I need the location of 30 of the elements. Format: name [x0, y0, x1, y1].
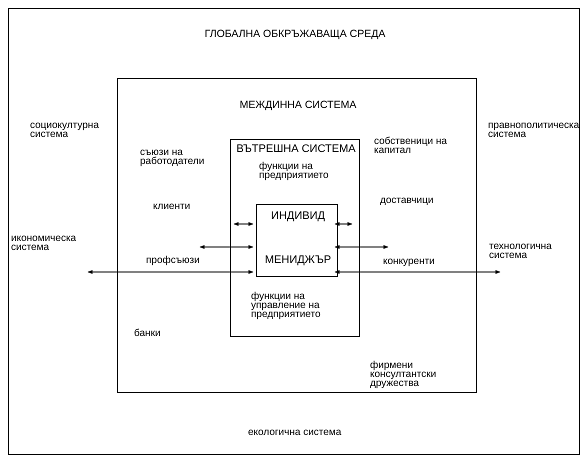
text-label: социокултурна система — [30, 121, 100, 139]
box-heading: ИНДИВИД — [270, 210, 326, 222]
text-label: банки — [134, 329, 162, 338]
double-arrow — [334, 222, 352, 226]
text-label: конкуренти — [383, 257, 453, 266]
text-label: съюзи на работодатели — [140, 148, 206, 166]
text-label: доставчици — [380, 196, 434, 205]
text-label: собственици на капитал — [374, 137, 448, 155]
text-label: икономическа система — [11, 234, 91, 252]
double-arrow — [334, 270, 500, 274]
box-heading: ГЛОБАЛНА ОБКРЪЖАВАЩА СРЕДА — [204, 28, 386, 40]
box-text: функции на предприятието — [259, 162, 330, 180]
double-arrow — [234, 222, 254, 226]
text-label: правнополитическа система — [488, 121, 580, 139]
system-box — [230, 139, 360, 337]
text-label: профсъюзи — [146, 256, 216, 265]
system-box — [117, 78, 477, 393]
box-text: МЕНИДЖЪР — [264, 254, 332, 266]
text-label: екологична система — [248, 428, 342, 437]
text-label: клиенти — [153, 202, 192, 211]
double-arrow — [88, 270, 254, 274]
system-box — [8, 8, 580, 455]
box-heading: ВЪТРЕШНА СИСТЕМА — [235, 143, 357, 155]
double-arrow — [200, 245, 254, 249]
box-text: функции на управление на предприятието — [251, 292, 322, 319]
text-label: технологична система — [489, 242, 579, 260]
text-label: фирмени консултантски дружества — [370, 361, 438, 388]
system-box — [256, 204, 338, 277]
box-heading: МЕЖДИННА СИСТЕМА — [238, 99, 358, 111]
double-arrow — [334, 245, 388, 249]
